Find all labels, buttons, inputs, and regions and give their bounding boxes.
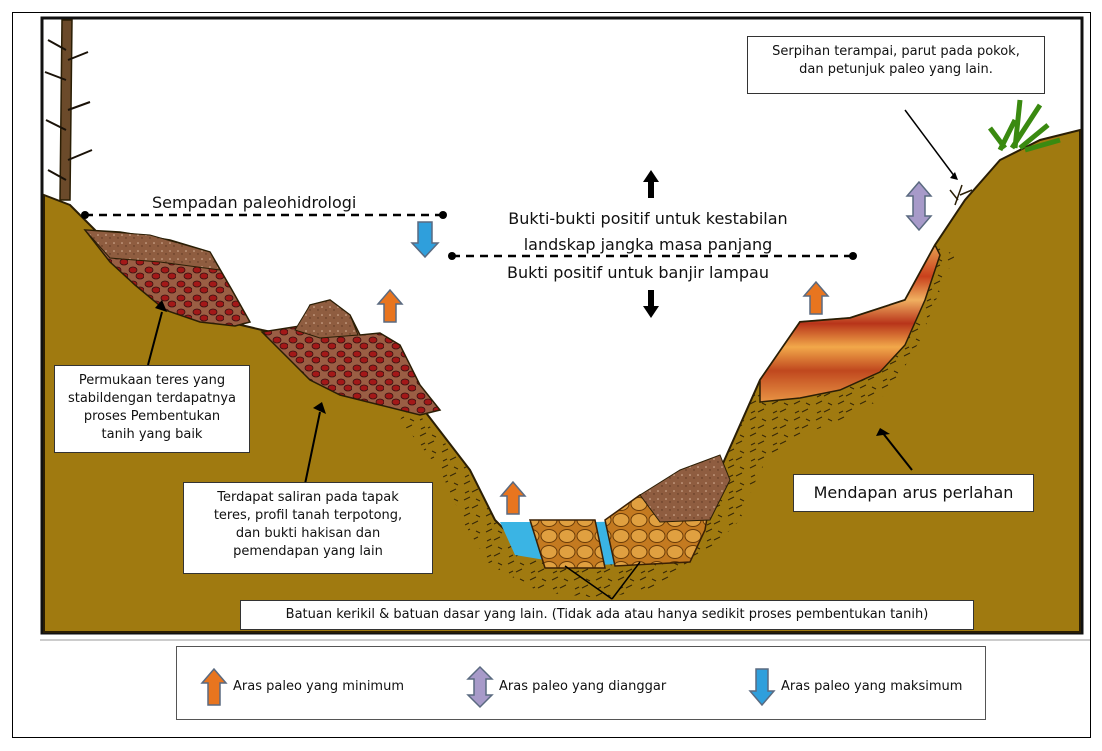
flood-evidence-label: Bukti positif untuk banjir lampau [507, 263, 769, 282]
outer-frame [12, 12, 1091, 738]
stable-terrace-box: Permukaan teres yang stabildengan terdap… [54, 365, 250, 453]
legend-item: Aras paleo yang maksimum [747, 667, 977, 707]
up-arrow-orange-icon [200, 667, 228, 706]
pointer-line [147, 311, 163, 366]
double-arrow-purple-icon [905, 180, 933, 232]
paleo-boundary-label: Sempadan paleohidrologi [152, 193, 357, 212]
up-arrow-orange-icon [499, 480, 527, 515]
down-arrow-blue-icon [748, 668, 776, 707]
gravel-note-box: Batuan kerikil & batuan dasar yang lain.… [240, 600, 974, 630]
legend-item: Aras paleo yang minimum [199, 667, 429, 707]
scar-twig [949, 184, 973, 206]
up-arrow-black-icon [643, 170, 659, 198]
paleo-clues-box: Serpihan terampai, parut pada pokok, dan… [747, 36, 1045, 94]
up-arrow-orange-icon [802, 280, 830, 315]
tree-illustration [44, 19, 93, 201]
legend: Aras paleo yang minimum Aras paleo yang … [176, 646, 986, 720]
gravel-bar-left [528, 519, 606, 569]
legend-label: Aras paleo yang dianggar [499, 679, 667, 694]
legend-label: Aras paleo yang minimum [233, 679, 404, 694]
legend-item: Aras paleo yang dianggar [465, 665, 695, 709]
legend-label: Aras paleo yang maksimum [781, 679, 963, 694]
stability-evidence-label: Bukti-bukti positif untuk kestabilan lan… [508, 209, 788, 254]
plant-illustration [988, 99, 1061, 153]
down-arrow-black-icon [643, 290, 659, 318]
terrace-drainage-box: Terdapat saliran pada tapak teres, profi… [183, 482, 433, 574]
layered-deposit [759, 243, 941, 403]
up-arrow-orange-icon [376, 288, 404, 323]
double-arrow-purple-icon [466, 665, 494, 709]
down-arrow-blue-icon [410, 221, 440, 259]
slow-deposit-box: Mendapan arus perlahan [793, 474, 1034, 512]
